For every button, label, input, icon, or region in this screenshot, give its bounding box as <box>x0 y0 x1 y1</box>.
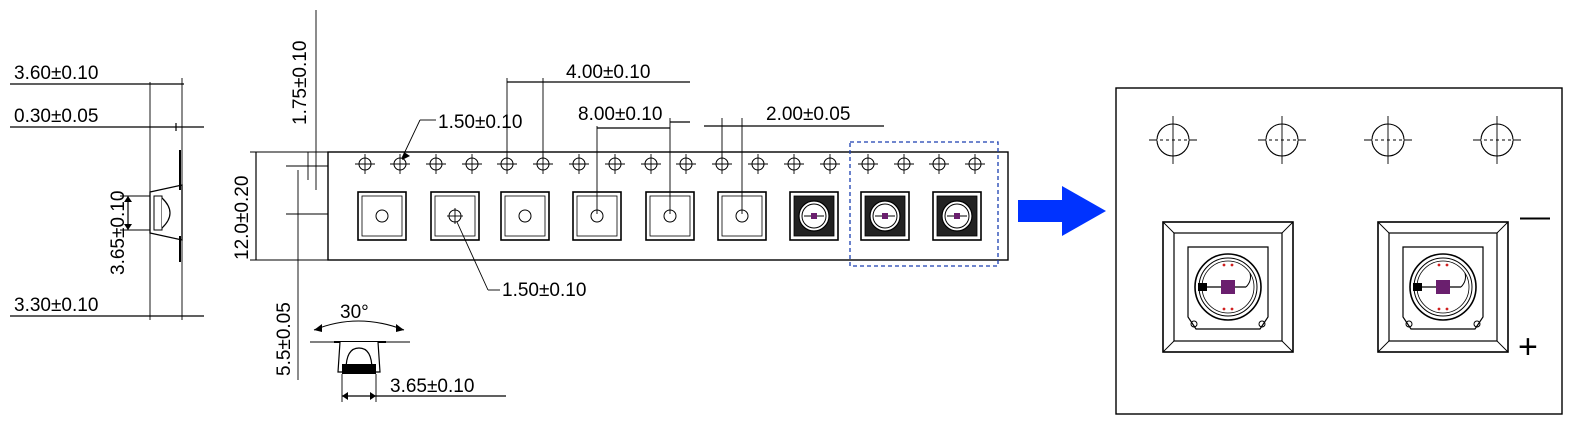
dim-pocket-hole: 1.50±0.10 <box>502 280 586 301</box>
polarity-minus: — <box>1520 200 1550 233</box>
dim-hole-to-center: 5.5±0.05 <box>274 302 295 376</box>
polarity-plus: + <box>1518 328 1538 366</box>
dim-hole-pitch: 4.00±0.10 <box>566 62 650 83</box>
dim-hole-to-pocket: 2.00±0.05 <box>766 104 850 125</box>
dim-width-total: 3.60±0.10 <box>14 63 98 84</box>
arrow-right-icon <box>1018 186 1106 236</box>
dim-pocket-pitch: 8.00±0.10 <box>578 104 662 125</box>
dim-lens-diameter: 3.65±0.10 <box>390 376 474 397</box>
side-view <box>10 78 204 320</box>
carrier-tape <box>250 10 1009 380</box>
lens-view <box>310 320 506 402</box>
dim-tape-width: 12.0±0.20 <box>232 176 253 260</box>
dim-body-width: 3.30±0.10 <box>14 295 98 316</box>
dim-lens-step: 0.30±0.05 <box>14 106 98 127</box>
view-angle-label: 30° <box>340 302 369 323</box>
dim-lens-height: 3.65±0.10 <box>108 191 129 275</box>
detail-view <box>1115 87 1563 415</box>
dim-hole-diameter: 1.50±0.10 <box>438 112 522 133</box>
dim-edge-to-hole: 1.75±0.10 <box>290 41 311 125</box>
